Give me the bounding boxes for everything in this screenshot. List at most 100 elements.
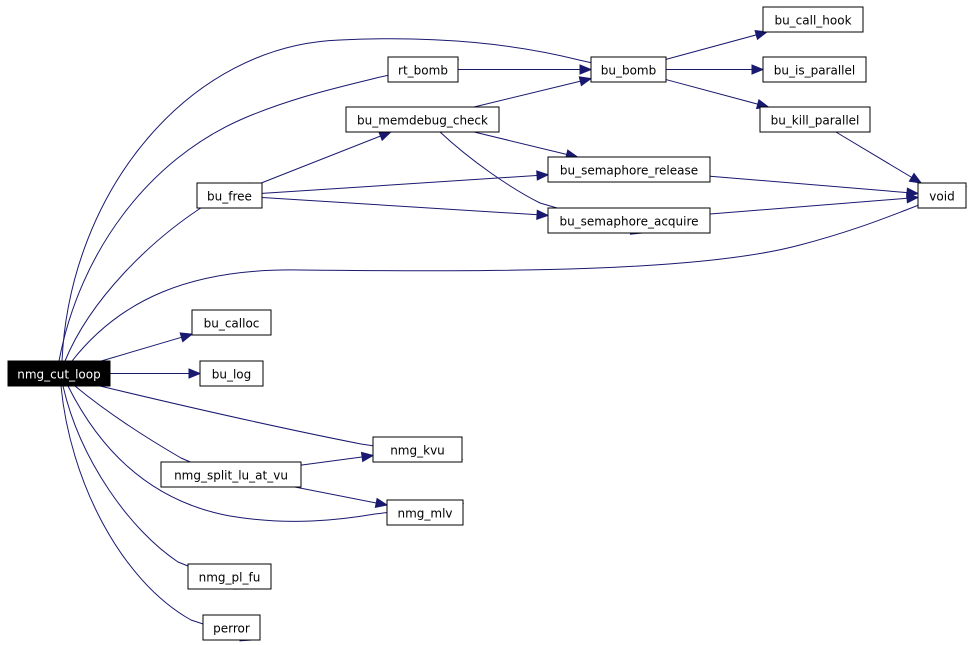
edge-nmg_split_lu_at_vu-to-nmg_kvu [300, 451, 375, 466]
edge-line [665, 79, 769, 108]
node-box [187, 563, 272, 590]
node-label: nmg_pl_fu [199, 571, 261, 585]
arrowhead [908, 172, 923, 184]
node-label: nmg_split_lu_at_vu [174, 469, 288, 483]
edge-line [64, 182, 249, 362]
arrowhead [579, 64, 593, 75]
node-box [7, 360, 111, 387]
edge-line [709, 175, 919, 195]
node-bu-semaphore-release[interactable]: bu_semaphore_release [547, 156, 711, 183]
edge-rt_bomb-to-bu_bomb [458, 64, 593, 75]
node-nmg-split-lu-at-vu[interactable]: nmg_split_lu_at_vu [160, 461, 302, 488]
edge-nmg_cut_loop-to-bu_calloc [101, 332, 194, 362]
edge-line [101, 333, 193, 362]
arrowhead [751, 64, 765, 75]
node-box [762, 56, 867, 83]
node-bu-log[interactable]: bu_log [199, 360, 264, 387]
node-label: nmg_cut_loop [17, 368, 100, 382]
node-bu-calloc[interactable]: bu_calloc [191, 309, 272, 336]
edge-bu_free-to-bu_memdebug_check [261, 131, 392, 184]
node-nmg-cut-loop[interactable]: nmg_cut_loop [7, 360, 111, 387]
arrowhead [578, 76, 593, 87]
edge-bu_bomb-to-bu_is_parallel [666, 64, 765, 75]
edge-line [474, 131, 578, 158]
edge-nmg_cut_loop-to-nmg_pl_fu [62, 385, 247, 590]
edge-line [300, 454, 374, 466]
node-bu-bomb[interactable]: bu_bomb [590, 56, 667, 83]
edge-bu_bomb-to-bu_kill_parallel [665, 79, 770, 110]
edge-line [261, 197, 549, 216]
arrowhead [754, 29, 769, 41]
edge-line [74, 385, 250, 488]
node-label: bu_semaphore_acquire [559, 215, 698, 229]
node-void[interactable]: void [917, 182, 967, 209]
edge-line [60, 385, 253, 641]
edge-line [439, 131, 643, 234]
node-box [547, 156, 711, 183]
node-bu-free[interactable]: bu_free [196, 182, 263, 209]
arrowhead [374, 497, 389, 508]
edge-line [261, 174, 549, 194]
node-box [386, 499, 464, 526]
node-box [160, 461, 302, 488]
arrowhead [906, 193, 920, 204]
arrowhead [536, 170, 550, 181]
arrowhead [536, 209, 550, 220]
node-bu-is-parallel[interactable]: bu_is_parallel [762, 56, 867, 83]
edge-bu_memdebug_check-to-bu_bomb [473, 76, 593, 108]
node-label: bu_bomb [601, 64, 657, 78]
node-box [372, 436, 463, 463]
edge-nmg_split_lu_at_vu-to-nmg_mlv [294, 486, 389, 508]
call-nodes: nmg_cut_loop rt_bomb bu_bomb bu_call_hookbu… [7, 6, 967, 641]
node-nmg-pl-fu[interactable]: nmg_pl_fu [187, 563, 272, 590]
node-label: perror [213, 622, 250, 636]
node-bu-call-hook[interactable]: bu_call_hook [762, 6, 864, 33]
edge-bu_free-to-bu_semaphore_release [261, 170, 550, 194]
node-bu-kill-parallel[interactable]: bu_kill_parallel [759, 106, 871, 133]
node-label: bu_semaphore_release [560, 164, 698, 178]
edge-line [99, 385, 463, 460]
node-label: nmg_kvu [390, 444, 445, 458]
edge-nmg_cut_loop-to-perror [60, 385, 254, 642]
edge-line [261, 131, 391, 184]
node-label: bu_memdebug_check [357, 114, 488, 128]
edge-bu_semaphore_acquire-to-void [709, 193, 920, 215]
edge-line [67, 385, 464, 522]
node-label: rt_bomb [398, 64, 448, 78]
edge-line [709, 196, 919, 215]
node-label: bu_call_hook [774, 14, 851, 28]
edge-bu_free-to-bu_semaphore_acquire [261, 197, 550, 220]
node-box [345, 106, 500, 133]
arrowhead [188, 368, 202, 379]
node-perror[interactable]: perror [202, 614, 261, 641]
node-bu-memdebug-check[interactable]: bu_memdebug_check [345, 106, 500, 133]
node-bu-semaphore-acquire[interactable]: bu_semaphore_acquire [547, 207, 711, 234]
node-label: bu_calloc [204, 317, 260, 331]
edge-bu_kill_parallel-to-void [835, 131, 923, 184]
node-box [191, 309, 272, 336]
arrowhead [360, 451, 375, 463]
node-box [547, 207, 711, 234]
node-label: nmg_mlv [397, 507, 452, 521]
edge-line [835, 131, 922, 184]
node-nmg-kvu[interactable]: nmg_kvu [372, 436, 463, 463]
node-box [199, 360, 264, 387]
edge-line [71, 186, 967, 362]
edge-line [294, 486, 388, 506]
node-label: void [929, 190, 954, 204]
node-box [202, 614, 261, 641]
node-label: bu_is_parallel [774, 64, 855, 78]
node-rt-bomb[interactable]: rt_bomb [387, 56, 459, 83]
node-box [917, 182, 967, 209]
arrowhead [179, 332, 194, 343]
node-box [759, 106, 871, 133]
edge-line [58, 59, 459, 362]
node-box [590, 56, 667, 83]
edge-line [61, 38, 667, 362]
edge-bu_semaphore_release-to-void [709, 175, 920, 198]
edge-line [62, 385, 246, 590]
edge-bu_bomb-to-bu_call_hook [665, 29, 769, 60]
edge-line [665, 31, 768, 60]
node-nmg-mlv[interactable]: nmg_mlv [386, 499, 464, 526]
